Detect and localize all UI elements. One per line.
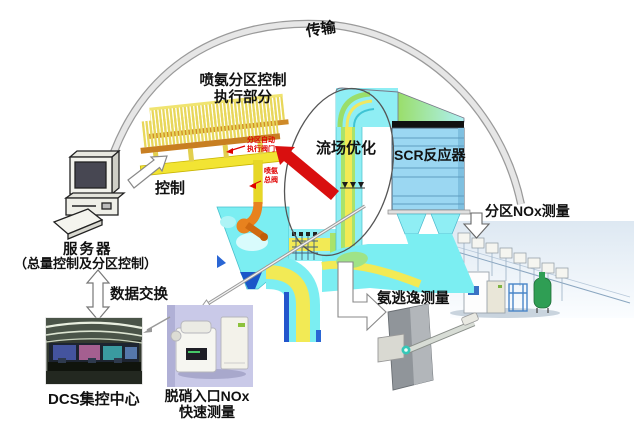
sample-conditioner-frame: [508, 283, 528, 312]
data-exchange-label: 数据交换: [110, 287, 168, 303]
inlet-nox-label-line1: 脱硝入口NOx: [164, 388, 250, 404]
inlet-nox-label: 脱硝入口NOx 快速测量: [157, 388, 257, 420]
data-exchange-arrow: [85, 269, 111, 321]
inlet-nox-analyzer-image: [167, 305, 253, 387]
scr-reactor: [387, 121, 471, 215]
inlet-nox-label-line2: 快速测量: [179, 404, 235, 421]
ammonia-slip-arrow: [337, 261, 387, 332]
sampling-probe-boxes: [457, 232, 569, 301]
gas-tank-icon: [533, 272, 552, 313]
aig-title-line1: 喷氨分区控制: [199, 73, 287, 89]
server-name-label: 服务器: [63, 242, 113, 258]
flow-optimization-red-arrow: [275, 146, 339, 200]
dcs-control-room-photo: [45, 317, 143, 385]
control-arrow: [127, 155, 168, 189]
dcs-center-label: DCS集控中心: [48, 391, 140, 408]
zone-nox-arrow: [462, 212, 491, 239]
zone-nox-analyzer-image: [450, 221, 634, 318]
analyzer-cabinet-2: [486, 280, 506, 314]
zone-nox-label: 分区NOx测量: [485, 203, 570, 219]
aig-title: 喷氨分区控制 执行部分: [195, 73, 291, 106]
inlet-nox-to-dcs-line: [143, 316, 171, 333]
server-subtitle-label: （总量控制及分区控制）: [14, 256, 158, 271]
ammonia-injection-grid-image: [139, 93, 289, 241]
boiler-cfd-image: [216, 87, 474, 342]
control-label: 控制: [155, 180, 186, 197]
valve-annotation-arrows: [226, 145, 262, 189]
main-valve-note: 喷氨 总阀: [264, 168, 278, 184]
ammonia-main-valve-icon: [236, 201, 268, 241]
duct-measurement-grid-icon: [340, 182, 365, 189]
inlet-nox-cabinet-unit: [220, 316, 249, 370]
flow-optimization-label: 流场优化: [316, 140, 377, 157]
zone-valve-note: 分区自动 执行阀门: [247, 137, 275, 153]
server-computer-icon: [52, 149, 126, 240]
ammonia-slip-label: 氨逃逸测量: [377, 291, 450, 307]
ammonia-slip-probe-image: [377, 303, 479, 391]
aig-title-line2: 执行部分: [214, 89, 272, 106]
scr-reactor-label: SCR反应器: [394, 147, 466, 163]
inlet-nox-probe-unit: [170, 320, 217, 373]
